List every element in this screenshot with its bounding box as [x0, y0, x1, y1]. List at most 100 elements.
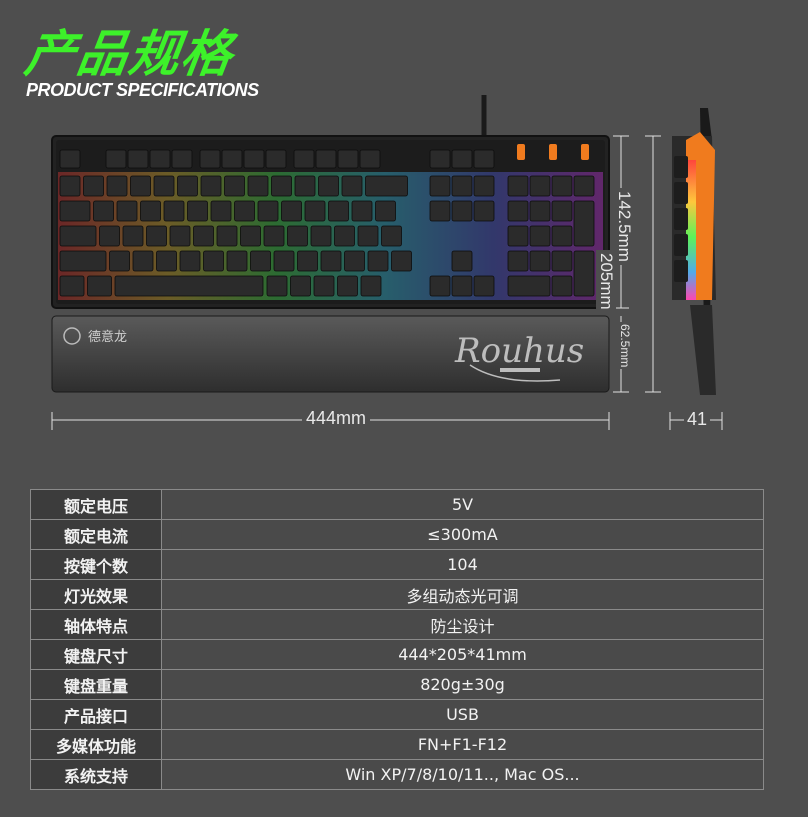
keycap: [341, 175, 363, 197]
keycap: [473, 149, 495, 169]
spec-label: 额定电流: [30, 519, 162, 550]
keycap: [367, 250, 389, 272]
keycap: [265, 149, 287, 169]
keycap: [529, 250, 551, 272]
keycap: [153, 175, 175, 197]
keycap: [59, 175, 81, 197]
keycap: [551, 200, 573, 222]
keycap: [146, 225, 167, 247]
keycap: [210, 200, 232, 222]
keycap: [193, 225, 214, 247]
keycap: [551, 250, 573, 272]
spec-label: 灯光效果: [30, 579, 162, 610]
keycap: [391, 250, 412, 272]
keycap: [243, 149, 265, 169]
keycap: [290, 275, 311, 297]
spec-value: 104: [161, 549, 764, 580]
keycap: [507, 225, 529, 247]
keycap: [334, 225, 355, 247]
keycap: [187, 200, 208, 222]
keycap: [263, 225, 285, 247]
wrist-rest-brand: 德意龙: [88, 329, 127, 345]
page-subtitle: PRODUCT SPECIFICATIONS: [26, 80, 259, 100]
keycap: [224, 175, 245, 197]
keycap: [114, 275, 264, 297]
keycap: [473, 275, 495, 297]
keycap: [507, 275, 551, 297]
keycap: [127, 149, 149, 169]
keycap: [573, 175, 595, 197]
keycap: [318, 175, 339, 197]
keycap: [287, 225, 308, 247]
keycap: [473, 200, 495, 222]
keycap: [179, 250, 201, 272]
keycap: [359, 149, 381, 169]
keycap: [451, 250, 473, 272]
table-row: 灯光效果多组动态光可调: [30, 579, 764, 610]
spec-value: FN+F1-F12: [161, 729, 764, 760]
keycap: [130, 175, 151, 197]
spec-label: 轴体特点: [30, 609, 162, 640]
wrist-rest-signature: Rouhus: [454, 331, 584, 371]
keycap: [310, 225, 332, 247]
keycap: [573, 200, 595, 247]
keycap: [344, 250, 365, 272]
spec-value: 820g±30g: [161, 669, 764, 700]
keycap: [99, 225, 120, 247]
keycap: [247, 175, 269, 197]
table-row: 轴体特点防尘设计: [30, 609, 764, 640]
keycap: [199, 149, 221, 169]
keycap: [328, 200, 349, 222]
keycap: [109, 250, 130, 272]
keycap: [351, 200, 373, 222]
keycap: [271, 175, 292, 197]
keycap: [381, 225, 402, 247]
keycap: [337, 149, 359, 169]
keycap: [507, 200, 529, 222]
depth-label: 205mm: [596, 250, 616, 313]
keycap: [281, 200, 302, 222]
spec-label: 键盘重量: [30, 669, 162, 700]
keycap: [105, 149, 127, 169]
keycap: [59, 149, 81, 169]
keycap: [375, 200, 396, 222]
keycap: [529, 225, 551, 247]
keycap: [93, 200, 114, 222]
keycap: [551, 275, 573, 297]
side-view: [672, 108, 716, 395]
keycap: [226, 250, 248, 272]
spec-value: 5V: [161, 489, 764, 520]
keycap: [59, 225, 97, 247]
wrist-rest: [51, 315, 610, 393]
spec-label: 键盘尺寸: [30, 639, 162, 670]
spec-value: USB: [161, 699, 764, 730]
height-label: 41: [684, 409, 711, 430]
keycap: [429, 275, 451, 297]
keycap: [451, 200, 473, 222]
keycap: [529, 175, 551, 197]
keycap: [429, 149, 451, 169]
keycap: [507, 175, 529, 197]
keycap: [203, 250, 224, 272]
keycap: [337, 275, 358, 297]
keycap: [365, 175, 408, 197]
keycap: [200, 175, 222, 197]
keycap: [116, 200, 138, 222]
keycap: [273, 250, 295, 272]
keycap: [257, 200, 279, 222]
keycap: [293, 149, 315, 169]
keycap: [551, 225, 573, 247]
keyboard-depth-label: 142.5mm: [614, 188, 634, 265]
keycap: [156, 250, 177, 272]
width-label: 444mm: [302, 408, 371, 429]
keycap: [240, 225, 261, 247]
keycap: [294, 175, 316, 197]
keycap: [132, 250, 154, 272]
